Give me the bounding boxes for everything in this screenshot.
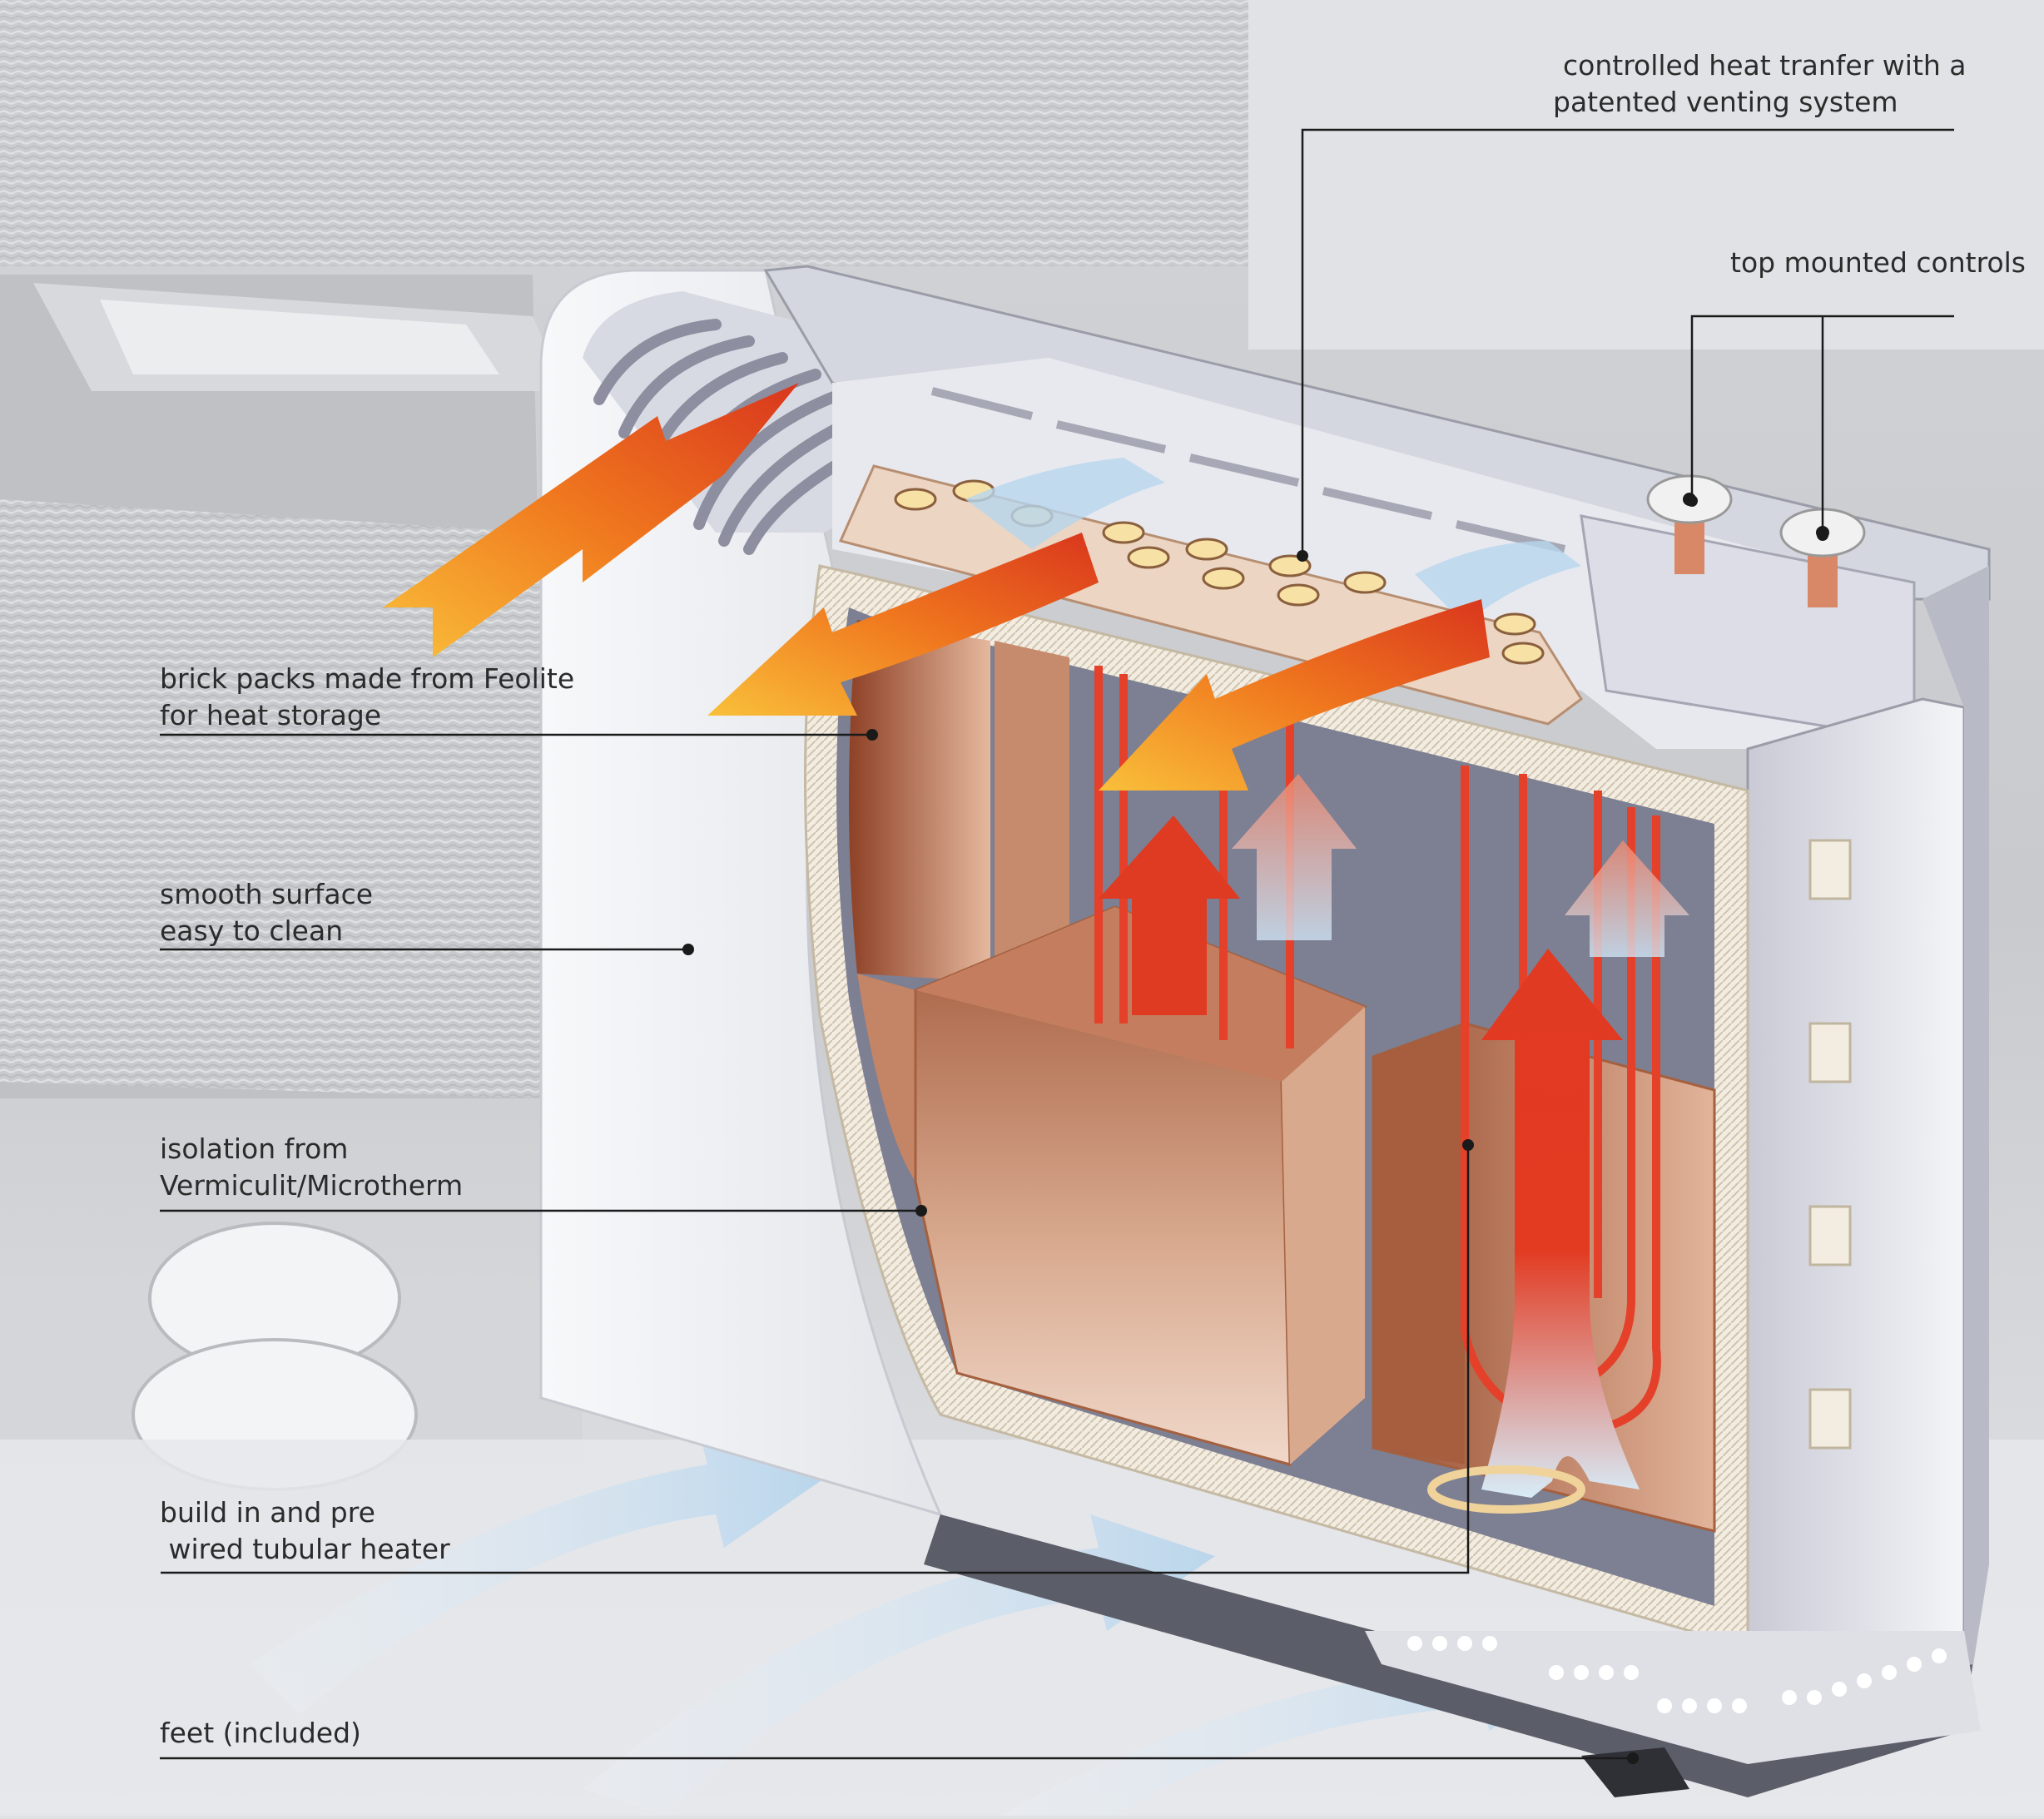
brick-pack-2 xyxy=(995,641,1069,982)
callout-venting: controlled heat tranfer with a patented … xyxy=(1553,47,1967,121)
callout-feet-line-1: feet (included) xyxy=(160,1717,361,1749)
perforated-base-plate xyxy=(1365,1631,1981,1764)
cold-air-arrow-1 xyxy=(250,1431,832,1714)
foot xyxy=(1581,1747,1689,1797)
brick-pack-1 xyxy=(849,620,990,982)
callout-bricks: brick packs made from Feolite for heat s… xyxy=(160,661,574,734)
callout-isolation: isolation from Vermiculit/Microtherm xyxy=(160,1131,463,1204)
callout-feet: feet (included) xyxy=(160,1715,361,1752)
callout-surface-line-2: easy to clean xyxy=(160,914,344,947)
callout-controls-line-1: top mounted controls xyxy=(1730,246,2026,279)
base-perforations xyxy=(1407,1636,1947,1713)
hot-air-arrow-2 xyxy=(707,533,1099,716)
rising-heat-arrow-3 xyxy=(1481,949,1640,1498)
callout-heater-line-1: build in and pre xyxy=(160,1496,375,1529)
cool-air-inlet-2 xyxy=(1415,541,1581,624)
rising-heat-arrow-1 xyxy=(1099,815,1240,1015)
callout-bricks-line-1: brick packs made from Feolite xyxy=(160,662,575,695)
brick-block-side xyxy=(1282,1007,1365,1465)
rising-heat-arrow-4 xyxy=(1565,840,1689,957)
magazine-page xyxy=(100,300,499,374)
brick-pack-lower xyxy=(857,974,915,1182)
callout-surface: smooth surface easy to clean xyxy=(160,876,373,949)
callout-venting-line-1: controlled heat tranfer with a xyxy=(1563,49,1967,82)
callout-heater-line-2: wired tubular heater xyxy=(160,1533,450,1565)
leader-controls-1 xyxy=(1690,315,1954,501)
side-vents xyxy=(1808,839,1852,1450)
callout-bricks-line-2: for heat storage xyxy=(160,699,382,731)
callout-leaders xyxy=(160,128,1954,1760)
callout-dots xyxy=(682,495,1828,1764)
callout-heater: build in and pre wired tubular heater xyxy=(160,1494,450,1568)
callout-isolation-line-1: isolation from xyxy=(160,1133,349,1165)
wicker-wall xyxy=(0,0,1248,266)
callout-controls: top mounted controls xyxy=(1730,245,2026,281)
hot-air-arrow-3 xyxy=(1099,599,1490,791)
callout-surface-line-1: smooth surface xyxy=(160,878,374,910)
brick-block-right-face xyxy=(1373,1023,1465,1465)
callout-venting-line-2: patented venting system xyxy=(1553,86,1898,118)
leader-venting xyxy=(1301,128,1954,556)
heater-coil-loop xyxy=(1427,1465,1585,1514)
rising-heat-arrow-2 xyxy=(1232,774,1357,940)
leader-heater xyxy=(161,1145,1470,1574)
wall-panel xyxy=(1248,0,2044,349)
side-panel xyxy=(1746,697,1966,1732)
hot-air-arrow-1 xyxy=(383,383,799,657)
side-panel-edge xyxy=(1922,566,1989,1722)
cool-air-inlet-1 xyxy=(965,458,1165,549)
callout-isolation-line-2: Vermiculit/Microtherm xyxy=(160,1169,464,1202)
